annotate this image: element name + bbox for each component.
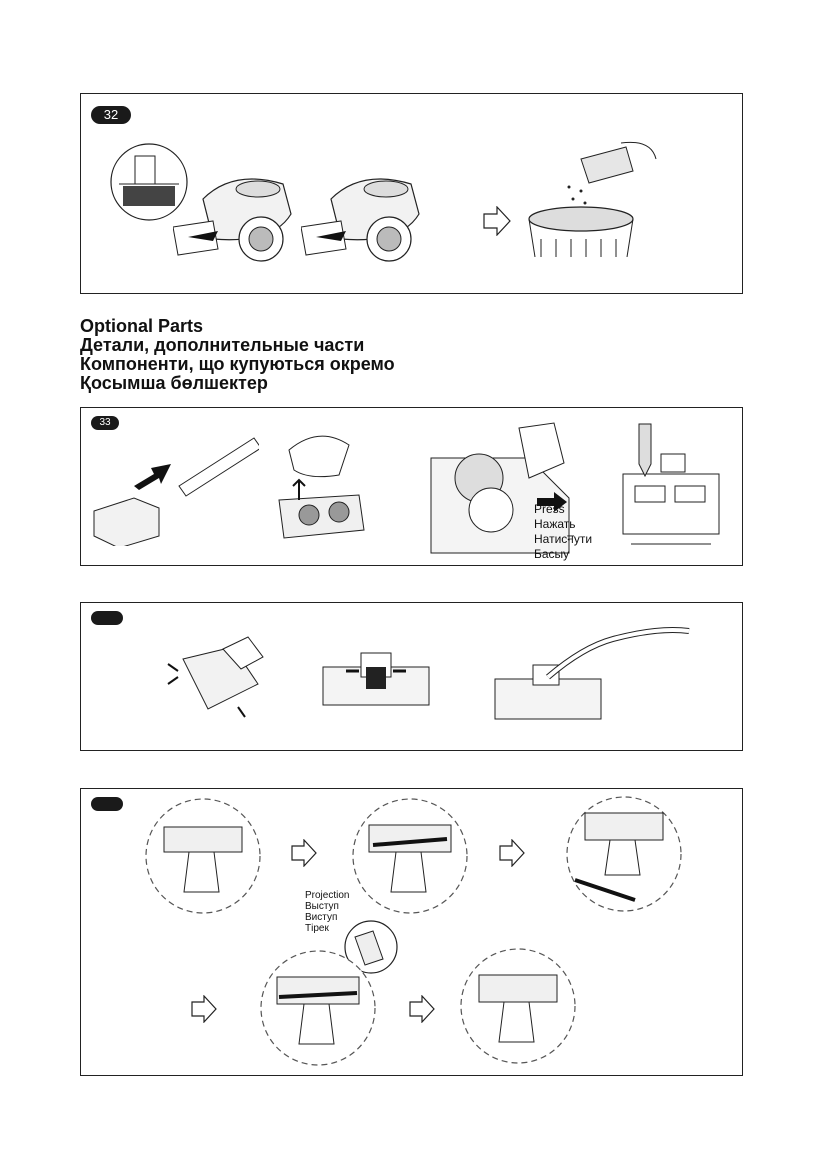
press-label-uk: Натисनути <box>534 532 593 546</box>
press-label-en: Press <box>534 502 565 516</box>
cleaning-step-circle-illustration <box>459 947 577 1065</box>
projection-label-en: Projection <box>305 890 350 901</box>
release-brush-press-illustration <box>429 418 579 558</box>
cleaning-step-circle-illustration <box>144 797 262 915</box>
step-32-panel: 32 <box>80 93 743 294</box>
step-badge <box>91 797 123 811</box>
filter-latch-closeup-illustration <box>109 142 189 222</box>
heading-optional-parts-kk: Қосымша бөлшектер <box>80 373 268 393</box>
next-step-arrow-icon <box>483 206 511 236</box>
press-label-kk: Басыу <box>534 547 570 561</box>
cleaning-step-circle-illustration <box>259 949 377 1067</box>
step-badge: 33 <box>91 416 119 430</box>
next-step-arrow-icon <box>191 995 217 1023</box>
next-step-arrow-icon <box>291 839 317 867</box>
step-badge: 32 <box>91 106 131 124</box>
projection-label-uk: Виступ <box>305 912 338 923</box>
cleaning-step-circle-illustration <box>351 797 469 915</box>
vacuum-cleaner-illustration <box>301 159 426 269</box>
step-35-panel: Projection Выступ Виступ Тірек <box>80 788 743 1076</box>
open-brush-cover-illustration <box>269 420 379 555</box>
step-33-panel: 33 Press Нажать Натисनути Басыу <box>80 407 743 566</box>
press-label-ru: Нажать <box>534 517 576 531</box>
remove-brush-parts-illustration <box>163 629 273 724</box>
remove-screw-screwdriver-illustration <box>611 414 731 559</box>
cleaning-step-circle-illustration <box>565 795 683 913</box>
step-34-panel <box>80 602 743 751</box>
attach-turbo-brush-illustration <box>89 426 259 546</box>
projection-closeup-illustration <box>343 919 399 975</box>
projection-label-kk: Тірек <box>305 923 329 934</box>
heading-optional-parts-en: Optional Parts <box>80 316 204 336</box>
brush-with-hose-illustration <box>493 617 693 727</box>
heading-optional-parts-ru: Детали, дополнительные части <box>80 335 365 355</box>
next-step-arrow-icon <box>409 995 435 1023</box>
emptying-filter-into-bin-illustration <box>521 139 661 257</box>
heading-optional-parts-uk: Компоненти, що купуються окремо <box>80 354 395 374</box>
projection-label-ru: Выступ <box>305 901 339 912</box>
step-badge <box>91 611 123 625</box>
vacuum-cleaner-illustration <box>173 159 298 269</box>
brush-release-buttons-illustration <box>321 639 431 721</box>
next-step-arrow-icon <box>499 839 525 867</box>
